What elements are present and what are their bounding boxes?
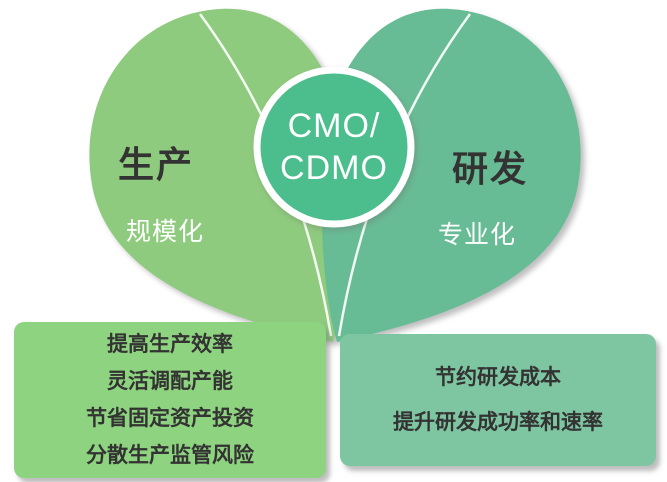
left-box-line: 分散生产监管风险 [86, 444, 254, 467]
right-box-line: 节约研发成本 [435, 366, 561, 389]
left-box-line: 灵活调配产能 [107, 370, 233, 393]
right-leaf-title: 研发 [452, 148, 529, 189]
center-circle-label: CMO/ CDMO [257, 70, 411, 224]
center-label-line1: CMO/ [287, 106, 381, 145]
center-circle [253, 66, 415, 228]
left-leaf-title: 生产 [118, 144, 195, 185]
left-box-line: 节省固定资产投资 [86, 407, 254, 430]
right-leaf-subtitle: 专业化 [438, 221, 517, 249]
left-box-line: 提高生产效率 [107, 333, 233, 356]
center-label-line2: CDMO [280, 149, 388, 187]
center-circle-group [253, 66, 415, 228]
left-benefits-box: 提高生产效率 灵活调配产能 节省固定资产投资 分散生产监管风险 [14, 322, 326, 478]
left-leaf-subtitle: 规模化 [126, 218, 205, 246]
right-box-line: 提升研发成功率和速率 [393, 411, 603, 434]
right-benefits-box: 节约研发成本 提升研发成功率和速率 [340, 334, 656, 466]
